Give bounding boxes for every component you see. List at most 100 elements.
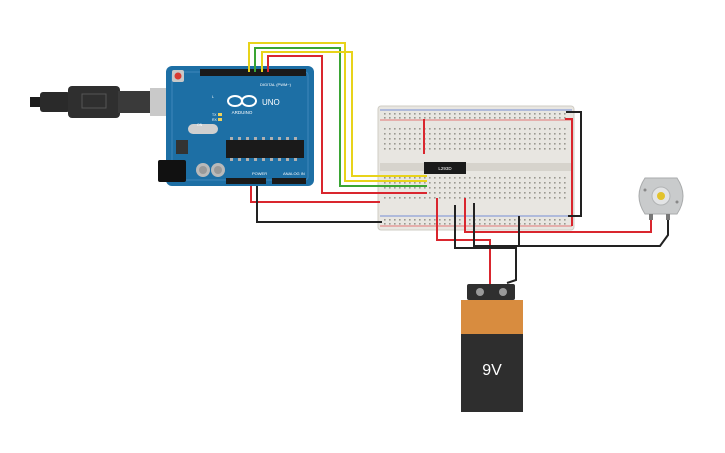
breadboard-hole	[499, 197, 501, 199]
breadboard-hole	[504, 219, 506, 221]
dc-motor-icon[interactable]	[638, 177, 684, 220]
breadboard-hole	[389, 223, 391, 225]
breadboard-hole	[499, 192, 501, 194]
breadboard-hole	[444, 128, 446, 130]
breadboard-hole	[429, 133, 431, 135]
breadboard-hole	[499, 117, 501, 119]
breadboard-hole	[409, 133, 411, 135]
breadboard-hole	[509, 113, 511, 115]
breadboard-hole	[504, 113, 506, 115]
breadboard-hole	[549, 187, 551, 189]
breadboard-hole	[549, 133, 551, 135]
breadboard-hole	[449, 187, 451, 189]
breadboard-hole	[419, 113, 421, 115]
breadboard-hole	[524, 197, 526, 199]
breadboard-hole	[539, 113, 541, 115]
wire-red-batt	[436, 198, 491, 285]
breadboard-hole	[534, 138, 536, 140]
breadboard-hole	[549, 182, 551, 184]
breadboard-hole	[409, 143, 411, 145]
breadboard-hole	[549, 143, 551, 145]
breadboard-hole	[489, 128, 491, 130]
breadboard-hole	[484, 113, 486, 115]
breadboard-hole	[499, 187, 501, 189]
breadboard-hole	[429, 219, 431, 221]
breadboard-hole	[509, 192, 511, 194]
breadboard-hole	[419, 177, 421, 179]
l293d-driver-chip[interactable]: L293D	[424, 162, 466, 174]
breadboard-hole	[524, 143, 526, 145]
breadboard-hole	[454, 187, 456, 189]
breadboard-hole	[484, 143, 486, 145]
breadboard-hole	[559, 117, 561, 119]
digital-header	[200, 69, 306, 76]
breadboard-hole	[519, 197, 521, 199]
breadboard-hole	[494, 182, 496, 184]
breadboard-hole	[479, 148, 481, 150]
breadboard-hole	[554, 148, 556, 150]
breadboard-hole	[514, 133, 516, 135]
breadboard-hole	[519, 138, 521, 140]
breadboard-hole	[449, 143, 451, 145]
breadboard-hole	[444, 187, 446, 189]
breadboard-hole	[459, 219, 461, 221]
breadboard-hole	[429, 113, 431, 115]
breadboard[interactable]	[377, 105, 575, 231]
breadboard-hole	[544, 138, 546, 140]
breadboard-hole	[469, 192, 471, 194]
breadboard-hole	[414, 182, 416, 184]
breadboard-hole	[409, 177, 411, 179]
breadboard-hole	[509, 117, 511, 119]
breadboard-hole	[459, 197, 461, 199]
arduino-uno-board[interactable]: ARDUINO UNO DIGITAL (PWM~) POWER ANALOG …	[158, 66, 314, 186]
breadboard-hole	[424, 187, 426, 189]
breadboard-hole	[504, 182, 506, 184]
breadboard-hole	[444, 177, 446, 179]
breadboard-hole	[524, 138, 526, 140]
breadboard-hole	[409, 138, 411, 140]
breadboard-hole	[419, 133, 421, 135]
breadboard-hole	[514, 187, 516, 189]
breadboard-hole	[494, 197, 496, 199]
analog-header	[272, 178, 306, 184]
breadboard-hole	[394, 133, 396, 135]
power-label: POWER	[252, 171, 267, 176]
breadboard-hole	[539, 197, 541, 199]
breadboard-hole	[544, 197, 546, 199]
breadboard-hole	[479, 187, 481, 189]
breadboard-hole	[444, 117, 446, 119]
breadboard-hole	[519, 128, 521, 130]
breadboard-hole	[424, 197, 426, 199]
breadboard-hole	[414, 138, 416, 140]
breadboard-hole	[459, 177, 461, 179]
breadboard-hole	[479, 128, 481, 130]
breadboard-hole	[459, 187, 461, 189]
breadboard-hole	[429, 143, 431, 145]
breadboard-hole	[434, 148, 436, 150]
breadboard-hole	[559, 182, 561, 184]
breadboard-hole	[494, 177, 496, 179]
breadboard-hole	[429, 128, 431, 130]
breadboard-hole	[484, 223, 486, 225]
breadboard-hole	[544, 128, 546, 130]
breadboard-hole	[554, 117, 556, 119]
battery-9v[interactable]: 9V	[461, 284, 523, 412]
breadboard-hole	[559, 177, 561, 179]
breadboard-hole	[489, 192, 491, 194]
breadboard-hole	[434, 128, 436, 130]
breadboard-hole	[389, 138, 391, 140]
breadboard-hole	[499, 138, 501, 140]
breadboard-hole	[449, 223, 451, 225]
breadboard-hole	[509, 177, 511, 179]
breadboard-hole	[564, 177, 566, 179]
breadboard-hole	[404, 187, 406, 189]
breadboard-hole	[529, 197, 531, 199]
breadboard-hole	[539, 192, 541, 194]
breadboard-hole	[439, 143, 441, 145]
breadboard-hole	[534, 219, 536, 221]
breadboard-hole	[474, 128, 476, 130]
breadboard-hole	[469, 143, 471, 145]
breadboard-hole	[534, 182, 536, 184]
breadboard-hole	[479, 177, 481, 179]
breadboard-hole	[494, 219, 496, 221]
